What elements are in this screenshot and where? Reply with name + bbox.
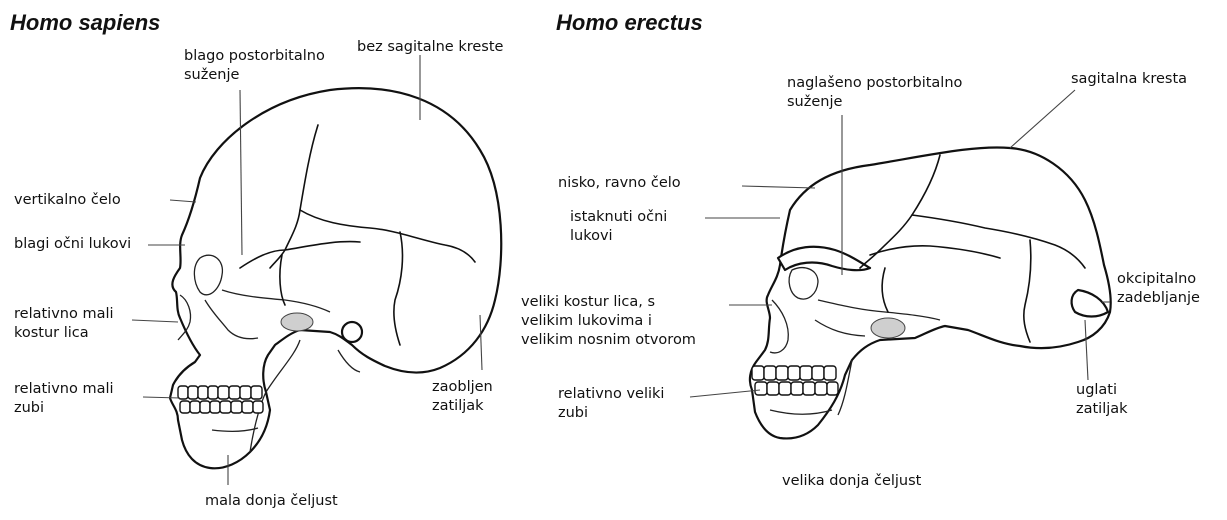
title-homo-erectus: Homo erectus: [556, 12, 703, 34]
label-sapiens-occiput: zaobljen zatiljak: [432, 378, 493, 416]
label-sapiens-crest: bez sagitalne kreste: [357, 38, 503, 57]
label-sapiens-postorbital: blago postorbitalno suženje: [184, 47, 325, 85]
label-erectus-crest: sagitalna kresta: [1071, 70, 1187, 89]
label-erectus-occipital-torus: okcipitalno zadebljanje: [1117, 270, 1200, 308]
label-erectus-jaw: velika donja čeljust: [782, 472, 921, 491]
label-sapiens-forehead: vertikalno čelo: [14, 191, 121, 210]
label-erectus-occiput: uglati zatiljak: [1076, 381, 1128, 419]
title-homo-sapiens: Homo sapiens: [10, 12, 160, 34]
label-erectus-forehead: nisko, ravno čelo: [558, 174, 681, 193]
homo-erectus-skull: [750, 147, 1111, 438]
label-sapiens-jaw: mala donja čeljust: [205, 492, 338, 511]
label-erectus-teeth: relativno veliki zubi: [558, 385, 664, 423]
label-erectus-face: veliki kostur lica, s velikim lukovima i…: [521, 293, 696, 350]
label-sapiens-teeth: relativno mali zubi: [14, 380, 114, 418]
label-erectus-brow: istaknuti očni lukovi: [570, 208, 667, 246]
label-sapiens-brow: blagi očni lukovi: [14, 235, 131, 254]
label-erectus-postorbital: naglašeno postorbitalno suženje: [787, 74, 962, 112]
label-sapiens-face: relativno mali kostur lica: [14, 305, 114, 343]
